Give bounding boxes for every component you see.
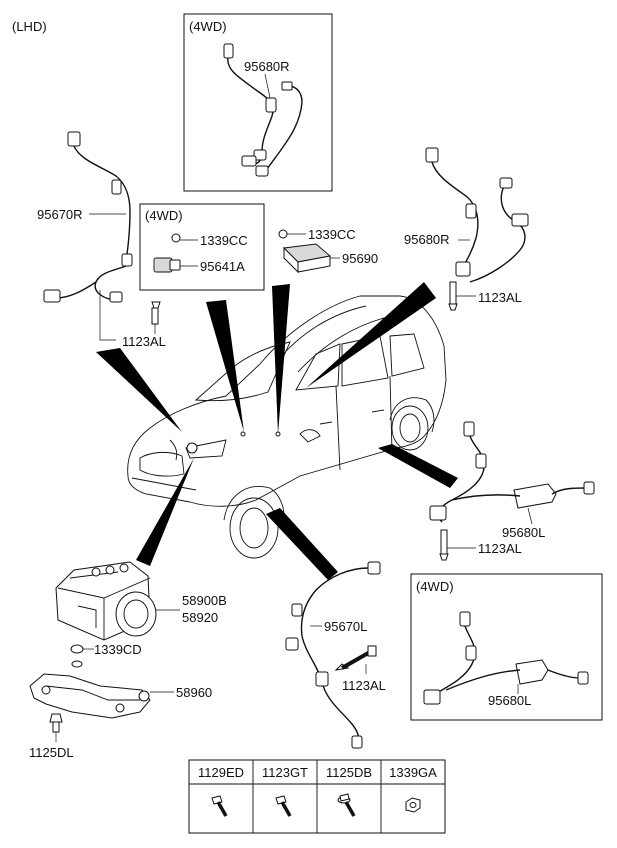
box-left-4wd-label: (4WD) [145, 208, 183, 223]
bolt-1123AL-left [151, 301, 161, 325]
part-95641A: 95641A [200, 259, 245, 274]
box-left-4wd: (4WD) 1339CC 95641A [139, 203, 265, 291]
part-1339CC-b: 1339CC [308, 227, 356, 242]
part-1125DL: 1125DL [29, 745, 74, 760]
part-1123AL-left: 1123AL [122, 334, 166, 349]
part-58900B: 58900B [182, 593, 227, 608]
bolt-icon [275, 795, 292, 817]
part-95690: 95690 [342, 251, 378, 266]
box-bottom-right-4wd: (4WD) 95680L [410, 573, 603, 721]
part-1123AL-right: 1123AL [478, 290, 522, 305]
sensor-module-95690: 1339CC 95690 [278, 227, 378, 274]
wheel-speed-sensor-95680L-4wd [423, 611, 589, 705]
part-95680L: 95680L [502, 525, 545, 540]
flange-bolt-icon [337, 793, 356, 817]
bolt-1123AL-right [448, 281, 458, 311]
wheel-speed-sensor-95670R [43, 131, 133, 303]
yaw-sensor-95641A [153, 257, 181, 273]
bolt-1125DL [49, 713, 63, 733]
bracket-58960 [29, 673, 151, 719]
part-95680R-right: 95680R [404, 232, 450, 247]
bolt-1123AL-center [334, 645, 377, 671]
wheel-speed-sensor-95680R-top [223, 43, 303, 177]
wheel-speed-sensor-95670L [285, 561, 381, 749]
nut-1339CD [70, 644, 84, 668]
part-95670L: 95670L [324, 619, 367, 634]
part-1123AL-center: 1123AL [342, 678, 386, 693]
bolt-icon [211, 795, 228, 817]
part-95680L-4wd: 95680L [488, 693, 531, 708]
drive-side-label: (LHD) [12, 19, 47, 34]
abs-hydraulic-unit [55, 561, 157, 641]
vehicle-illustration [127, 295, 447, 559]
table-header-4: 1339GA [389, 765, 437, 780]
table-header-1: 1129ED [198, 765, 244, 780]
wheel-speed-sensor-95680L [429, 421, 595, 523]
nut-icon [405, 797, 421, 813]
part-95670R: 95670R [37, 207, 83, 222]
part-1339CC-a: 1339CC [200, 233, 248, 248]
part-1123AL-lower: 1123AL [478, 541, 522, 556]
part-95680R-top: 95680R [244, 59, 290, 74]
table-header-3: 1125DB [326, 765, 372, 780]
box-top-4wd-label: (4WD) [189, 19, 227, 34]
fastener-table: 1129ED 1123GT 1125DB 1339GA [188, 759, 446, 834]
part-58920: 58920 [182, 610, 218, 625]
part-58960: 58960 [176, 685, 212, 700]
bolt-1123AL-lower [439, 529, 449, 561]
table-header-2: 1123GT [262, 765, 308, 780]
wheel-speed-sensor-95680R-right [425, 147, 529, 283]
part-1339CD: 1339CD [94, 642, 142, 657]
box-bottom-right-4wd-label: (4WD) [416, 579, 454, 594]
box-top-4wd: (4WD) 95680R [183, 13, 333, 192]
leader-wedges [96, 282, 458, 580]
